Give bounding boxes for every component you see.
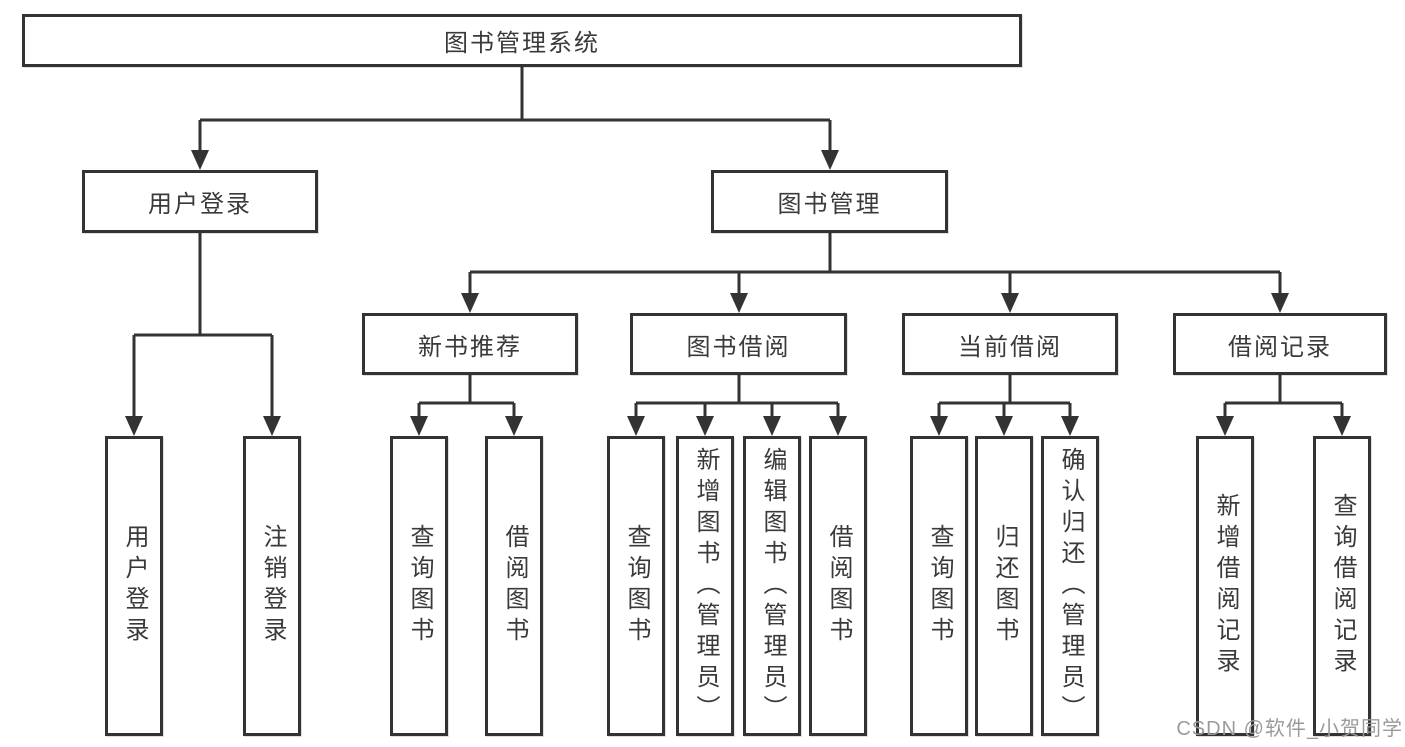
leaf-recommend-borrow-books: 借阅图书 [485, 436, 543, 736]
node-borrow-records: 借阅记录 [1173, 313, 1387, 375]
leaf-add-borrow-record-label: 新增借阅记录 [1212, 493, 1239, 679]
node-new-book-recommend: 新书推荐 [362, 313, 578, 375]
leaf-borrow-books-label: 借阅图书 [825, 524, 852, 648]
leaf-edit-books-admin: 编辑图书（管理员） [743, 436, 801, 736]
node-borrow-records-label: 借阅记录 [1228, 333, 1332, 361]
leaf-query-borrow-record: 查询借阅记录 [1313, 436, 1371, 736]
node-user-login: 用户登录 [82, 170, 318, 233]
leaf-current-query-books: 查询图书 [910, 436, 968, 736]
node-book-borrow-label: 图书借阅 [686, 333, 791, 361]
leaf-add-books-admin: 新增图书（管理员） [676, 436, 734, 736]
csdn-watermark: CSDN @软件_小贺同学 [1176, 718, 1403, 740]
leaf-borrow-books: 借阅图书 [809, 436, 867, 736]
arrowheads [125, 150, 1351, 436]
node-new-book-recommend-label: 新书推荐 [418, 333, 522, 361]
leaf-borrow-query-books: 查询图书 [607, 436, 665, 736]
node-book-borrow: 图书借阅 [630, 313, 847, 375]
leaf-borrow-query-books-label: 查询图书 [623, 524, 650, 648]
leaf-recommend-query-books: 查询图书 [390, 436, 448, 736]
node-root: 图书管理系统 [22, 14, 1022, 67]
leaf-edit-books-admin-label: 编辑图书（管理员） [759, 446, 786, 726]
node-current-borrow-label: 当前借阅 [958, 333, 1062, 361]
node-book-management-label: 图书管理 [777, 191, 882, 218]
node-current-borrow: 当前借阅 [902, 313, 1118, 375]
leaf-return-books-label: 归还图书 [991, 524, 1018, 648]
leaf-recommend-query-books-label: 查询图书 [406, 524, 433, 648]
leaf-return-books: 归还图书 [975, 436, 1033, 736]
leaf-confirm-return-admin-label: 确认归还（管理员） [1057, 446, 1084, 726]
leaf-logout-label: 注销登录 [259, 524, 286, 648]
node-user-login-label: 用户登录 [148, 191, 252, 218]
node-root-label: 图书管理系统 [444, 30, 600, 57]
node-book-management: 图书管理 [711, 170, 948, 233]
leaf-user-login-label: 用户登录 [121, 524, 148, 648]
leaf-confirm-return-admin: 确认归还（管理员） [1041, 436, 1099, 736]
leaf-user-login: 用户登录 [105, 436, 163, 736]
leaf-current-query-books-label: 查询图书 [926, 524, 953, 648]
leaf-recommend-borrow-books-label: 借阅图书 [501, 524, 528, 648]
leaf-logout: 注销登录 [243, 436, 301, 736]
leaf-add-books-admin-label: 新增图书（管理员） [692, 446, 719, 726]
leaf-query-borrow-record-label: 查询借阅记录 [1329, 493, 1356, 679]
leaf-add-borrow-record: 新增借阅记录 [1196, 436, 1254, 736]
